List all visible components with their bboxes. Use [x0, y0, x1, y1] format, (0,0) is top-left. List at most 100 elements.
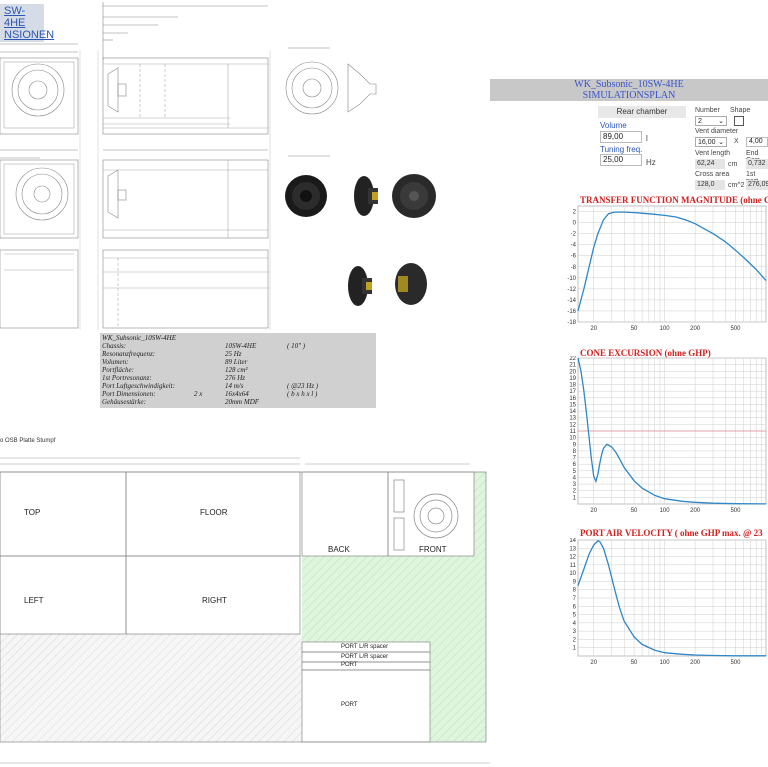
- x-tick-label: 500: [730, 660, 741, 666]
- volume-input[interactable]: 89,00: [600, 131, 642, 143]
- spec-value: 25 Hz: [225, 350, 242, 358]
- number-select[interactable]: 2⌄: [695, 116, 727, 126]
- vent-length-value: 62,24: [695, 159, 725, 169]
- simulation-title-line2: SIMULATIONSPLAN: [582, 90, 676, 101]
- cutlist-drawing: [0, 457, 490, 764]
- spec-label: 1st Portresonanz:: [102, 374, 152, 382]
- y-tick-label: -12: [567, 287, 576, 293]
- volume-label: Volume: [600, 121, 627, 130]
- tuning-input[interactable]: 25,00: [600, 154, 642, 166]
- y-tick-label: -6: [571, 254, 577, 260]
- y-tick-label: 3: [573, 629, 577, 635]
- y-tick-label: 8: [573, 449, 577, 455]
- y-tick-label: 12: [569, 555, 576, 561]
- number-label: Number: [695, 107, 720, 114]
- chevron-down-icon: ⌄: [718, 139, 724, 146]
- plot-area: [577, 205, 767, 323]
- x-tick-label: 100: [660, 660, 671, 666]
- tuning-unit: Hz: [646, 158, 656, 167]
- y-tick-label: 2: [573, 637, 577, 643]
- y-tick-label: 16: [569, 396, 576, 402]
- x-tick-label: 20: [590, 326, 597, 332]
- y-tick-label: 14: [569, 538, 576, 544]
- technical-drawings: [0, 2, 436, 330]
- x-tick-label: 100: [660, 508, 671, 514]
- y-tick-label: 20: [569, 369, 576, 375]
- spec-value: 20mm MDF: [225, 398, 260, 406]
- vent-length-label: Vent length: [695, 150, 731, 157]
- transfer-chart-title: TRANSFER FUNCTION MAGNITUDE (ohne G: [580, 195, 768, 205]
- vent-diameter-input-2[interactable]: 4,00: [746, 137, 768, 147]
- y-tick-label: 7: [573, 596, 577, 602]
- y-tick-label: -10: [567, 276, 576, 282]
- spec-note: ( 10" ): [287, 342, 306, 350]
- y-tick-label: 15: [569, 402, 576, 408]
- series-line: [577, 540, 766, 657]
- shape-label: Shape: [730, 107, 751, 114]
- y-tick-label: -2: [571, 232, 577, 238]
- y-tick-label: 14: [569, 409, 576, 415]
- series-line: [577, 211, 767, 312]
- spec-table: WK_Subsonic_10SW-4HE Chassis: 10SW-4HE (…: [100, 333, 376, 408]
- y-tick-label: 17: [569, 389, 576, 395]
- y-tick-label: 11: [570, 429, 577, 435]
- x-label: X: [734, 138, 739, 145]
- y-tick-label: -4: [571, 243, 577, 249]
- spec-label: Resonanzfrequenz:: [102, 350, 156, 358]
- shape-checkbox[interactable]: [734, 116, 744, 126]
- drawing-title-line1: SW-4HE: [4, 5, 26, 29]
- y-tick-label: -16: [567, 309, 576, 315]
- y-tick-label: 4: [573, 621, 577, 627]
- y-tick-label: 9: [573, 442, 577, 448]
- cross-area-value: 128,0: [695, 180, 725, 190]
- spec-label: Portfläche:: [102, 366, 134, 374]
- y-tick-label: 6: [573, 462, 577, 468]
- cross-area-label: Cross area: [695, 171, 730, 178]
- y-tick-label: 10: [569, 571, 576, 577]
- y-tick-label: 13: [569, 546, 576, 552]
- y-tick-label: 12: [569, 422, 576, 428]
- y-tick-label: 0: [573, 221, 577, 227]
- port-big-label: PORT: [341, 702, 358, 708]
- end-corr-value: 0,732: [746, 159, 768, 169]
- x-tick-label: 200: [690, 660, 701, 666]
- first-port-value: 276,09: [746, 180, 768, 190]
- y-tick-label: 22: [569, 356, 576, 362]
- y-tick-label: 1: [573, 646, 577, 652]
- spec-note: ( @23 Hz ): [287, 382, 319, 390]
- y-tick-label: 13: [569, 416, 576, 422]
- port-spacer-2-label: PORT L/R spacer: [341, 654, 389, 660]
- vent-diameter-label: Vent diameter: [695, 128, 739, 135]
- y-tick-label: 8: [573, 588, 577, 594]
- port-small-label: PORT: [341, 662, 358, 668]
- y-tick-label: 4: [573, 475, 577, 481]
- spec-value: 128 cm²: [225, 366, 248, 374]
- y-tick-label: 2: [573, 210, 577, 216]
- spec-label: Port Dimensionen:: [102, 390, 156, 398]
- cross-area-unit: cm^2: [728, 182, 745, 189]
- spec-value: 16x4x64: [225, 390, 249, 398]
- y-tick-label: 9: [573, 579, 577, 585]
- x-tick-label: 20: [590, 508, 597, 514]
- chevron-down-icon: ⌄: [718, 118, 724, 125]
- panel-front-label: FRONT: [419, 545, 447, 554]
- number-select-value: 2: [698, 118, 702, 125]
- panel-right-label: RIGHT: [202, 596, 227, 605]
- y-tick-label: 5: [573, 613, 577, 619]
- x-tick-label: 200: [690, 508, 701, 514]
- vent-diameter-select[interactable]: 16,00⌄: [695, 137, 727, 147]
- drawing-title: SW-4HE NSIONEN: [0, 4, 54, 42]
- series-line: [577, 357, 767, 505]
- spec-label: Chassis:: [102, 342, 127, 350]
- panel-top-label: TOP: [24, 508, 41, 517]
- spec-table-title: WK_Subsonic_10SW-4HE: [102, 334, 177, 342]
- spec-label: Port Luftgeschwindigkeit:: [102, 382, 175, 390]
- spec-value: 10SW-4HE: [225, 342, 257, 350]
- panel-left-label: LEFT: [24, 596, 44, 605]
- y-tick-label: 5: [573, 469, 577, 475]
- vent-diameter-value: 16,00: [698, 139, 716, 146]
- volume-unit: l: [646, 134, 648, 143]
- y-tick-label: -8: [571, 265, 577, 271]
